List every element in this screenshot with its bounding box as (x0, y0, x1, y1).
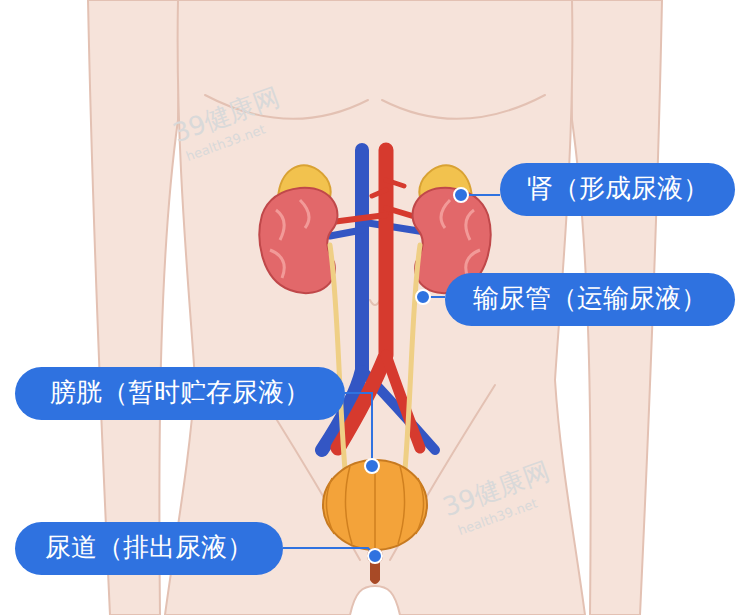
callout-text: 肾（形成尿液） (527, 173, 709, 204)
bladder-group (323, 460, 427, 584)
kidneys (259, 165, 490, 293)
bladder-stripes (326, 462, 423, 548)
leader-dot (416, 290, 430, 304)
leader-dot (454, 188, 468, 202)
callout-pill: 膀胱（暂时贮存尿液） (15, 367, 345, 420)
left-kidney (259, 188, 337, 293)
leader-dot (365, 459, 379, 473)
callout-text: 膀胱（暂时贮存尿液） (50, 377, 310, 408)
callout-text: 尿道（排出尿液） (45, 532, 253, 563)
callout-pill: 肾（形成尿液） (500, 163, 735, 216)
renal-vein (330, 230, 362, 236)
ureter (330, 245, 345, 470)
artery-branch (372, 180, 404, 196)
kidney-lobes (270, 200, 309, 278)
leader-line (283, 548, 375, 556)
leader-dot (368, 549, 382, 563)
bladder (323, 460, 427, 550)
urethra-opening (367, 548, 383, 564)
callout-pill: 输尿管（运输尿液） (445, 273, 735, 326)
renal-artery (332, 215, 386, 222)
callout-text: 输尿管（运输尿液） (473, 283, 707, 314)
kidney-lobes (441, 200, 480, 278)
ureter (405, 245, 420, 470)
chest-line (382, 95, 545, 119)
ureters (330, 245, 420, 470)
iliac-artery (386, 355, 420, 448)
leader-line (343, 393, 372, 466)
callout-pill: 尿道（排出尿液） (15, 522, 283, 575)
